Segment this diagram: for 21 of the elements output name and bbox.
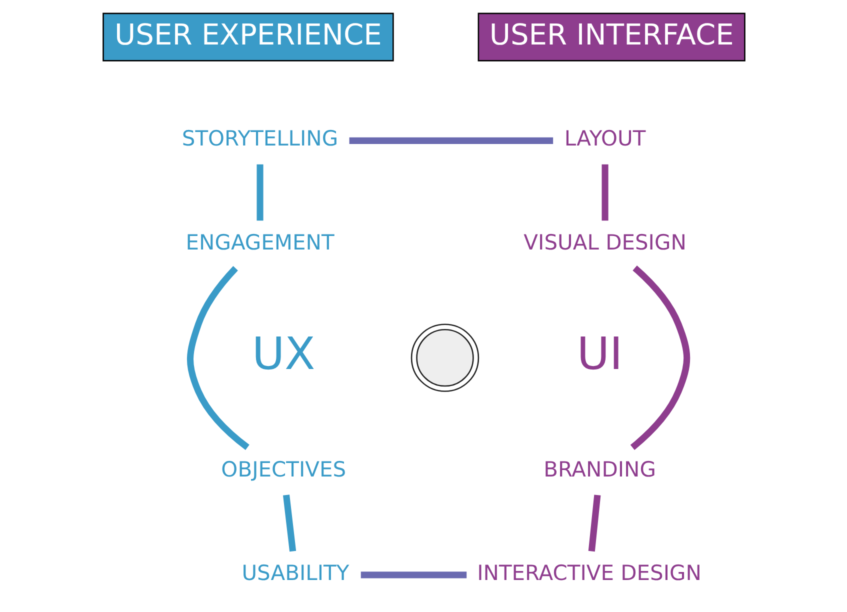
node-circle xyxy=(410,324,479,392)
node-text: OBJECTIVES xyxy=(220,457,346,482)
connector xyxy=(348,137,553,144)
connector xyxy=(601,164,608,221)
connector xyxy=(282,494,296,552)
connector xyxy=(630,266,690,450)
connector xyxy=(186,266,249,450)
node-box: USER INTERFACE xyxy=(477,12,745,62)
connector xyxy=(588,494,600,552)
label: UI xyxy=(576,328,622,380)
label: UX xyxy=(252,328,315,380)
connector xyxy=(256,164,263,221)
node-text: INTERACTIVE DESIGN xyxy=(476,560,701,585)
node-text: USABILITY xyxy=(241,560,349,585)
connector xyxy=(360,572,466,578)
node-box: USER EXPERIENCE xyxy=(102,12,394,62)
node-text: BRANDING xyxy=(543,457,656,482)
node-text: ENGAGEMENT xyxy=(185,230,334,254)
node-text: STORYTELLING xyxy=(181,126,338,151)
node-text: VISUAL DESIGN xyxy=(523,230,686,254)
node-text: LAYOUT xyxy=(564,126,646,151)
